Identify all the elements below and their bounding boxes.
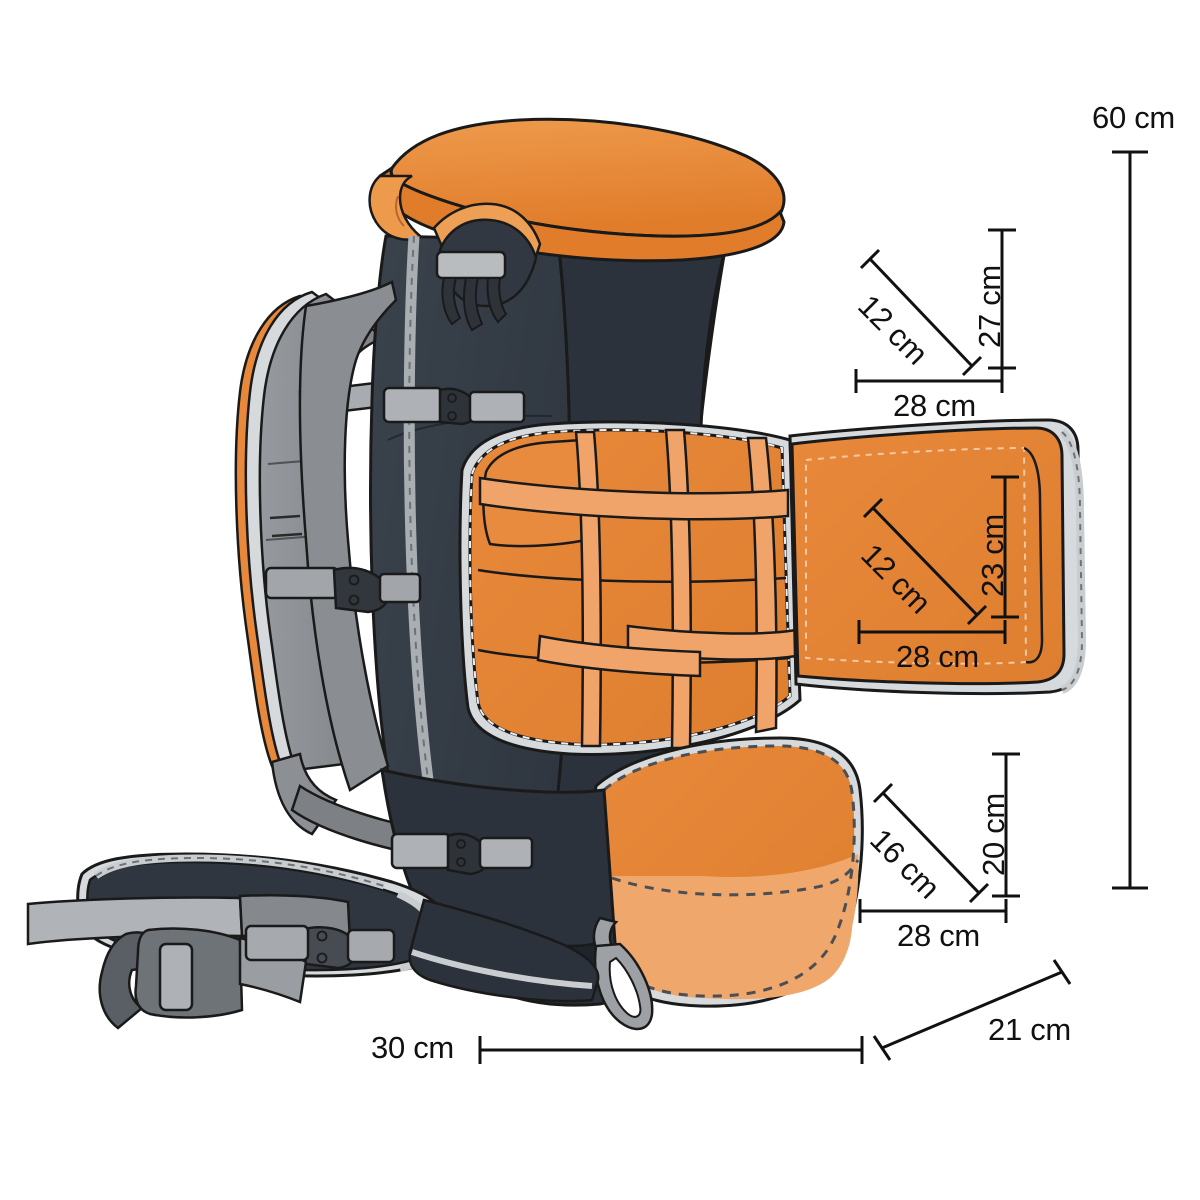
dimension-label-overall-depth: 21 cm bbox=[988, 1012, 1071, 1047]
dimension-group-side-access-compartment bbox=[857, 475, 1019, 644]
dimension-label-overall-height: 60 cm bbox=[1092, 100, 1175, 135]
dimension-line-overall-width bbox=[478, 1036, 864, 1064]
lid-buckle bbox=[435, 250, 508, 332]
dimension-label-upper-width: 28 cm bbox=[893, 388, 976, 423]
dimension-label-side-access-height: 23 cm bbox=[975, 514, 1010, 597]
dimension-label-upper-height: 27 cm bbox=[972, 265, 1007, 348]
front-zipper bbox=[403, 235, 434, 781]
hip-belt bbox=[26, 832, 600, 1030]
dimension-label-lower-width: 28 cm bbox=[897, 918, 980, 953]
dimension-group-upper-compartment bbox=[854, 228, 1016, 393]
dimension-label-side-access-width: 28 cm bbox=[896, 639, 979, 674]
shoulder-strap-buckle bbox=[264, 566, 422, 614]
dimension-label-overall-width: 30 cm bbox=[371, 1030, 454, 1065]
dimension-line-overall-height bbox=[1112, 150, 1148, 890]
side-access-flap bbox=[788, 418, 1087, 696]
dimension-label-lower-height: 20 cm bbox=[976, 793, 1011, 876]
bottom-flap bbox=[590, 736, 864, 1008]
dimension-group-lower-compartment bbox=[858, 752, 1020, 923]
dimension-line-overall-depth bbox=[872, 959, 1072, 1061]
zipper-pull bbox=[592, 916, 654, 1031]
camera-insert-compartment bbox=[458, 420, 802, 756]
compression-buckle-upper bbox=[382, 386, 526, 426]
